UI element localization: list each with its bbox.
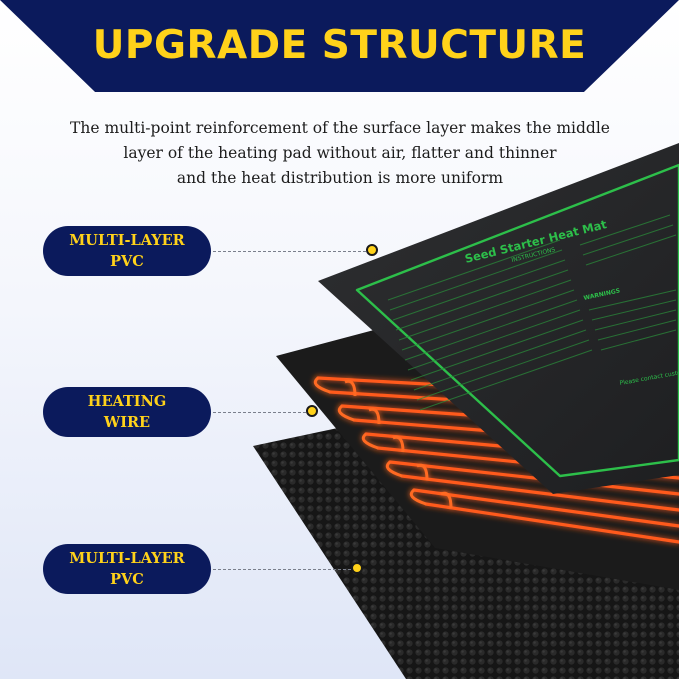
heating-wire-bend xyxy=(392,435,405,453)
heating-wire-loop xyxy=(412,488,679,528)
page-title: UPGRADE STRUCTURE xyxy=(92,23,587,68)
description-line-2: layer of the heating pad without air, fl… xyxy=(123,144,557,162)
label-multi-layer-pvc-top: MULTI-LAYER PVC xyxy=(43,226,211,276)
title-banner xyxy=(0,0,679,92)
heating-wire-bend xyxy=(313,376,331,394)
heating-wire-bend xyxy=(337,404,355,422)
callout-marker-dot xyxy=(351,562,363,574)
top-pvc-layer: Seed Starter Heat Mat INSTRUCTIONS WARNI… xyxy=(318,143,679,494)
leader-line xyxy=(213,412,306,413)
heating-wire-loop xyxy=(424,502,679,544)
label-multi-layer-pvc-bottom: MULTI-LAYER PVC xyxy=(43,544,211,594)
description-line-1: The multi-point reinforcement of the sur… xyxy=(70,119,610,137)
heating-wire-bend xyxy=(368,407,381,425)
callout-marker-dot xyxy=(366,244,378,256)
heating-wire-bend xyxy=(416,463,429,481)
leader-line xyxy=(213,569,351,570)
heating-wire-bend xyxy=(361,432,379,450)
heating-wire-bend xyxy=(409,488,427,506)
label-heating-wire: HEATING WIRE xyxy=(43,387,211,437)
heating-wire-bend xyxy=(344,379,357,397)
callout-marker-dot xyxy=(306,405,318,417)
heating-wire-loop xyxy=(388,460,679,496)
label-text: HEATING WIRE xyxy=(87,393,167,431)
description-text: The multi-point reinforcement of the sur… xyxy=(40,116,640,191)
description-line-3: and the heat distribution is more unifor… xyxy=(176,169,504,187)
leader-line xyxy=(213,251,366,252)
heating-wire-bend xyxy=(440,491,453,509)
label-text: MULTI-LAYER PVC xyxy=(69,232,185,270)
heating-wire-loop xyxy=(400,474,679,512)
heating-wire-bend xyxy=(385,460,403,478)
label-text: MULTI-LAYER PVC xyxy=(69,550,185,588)
